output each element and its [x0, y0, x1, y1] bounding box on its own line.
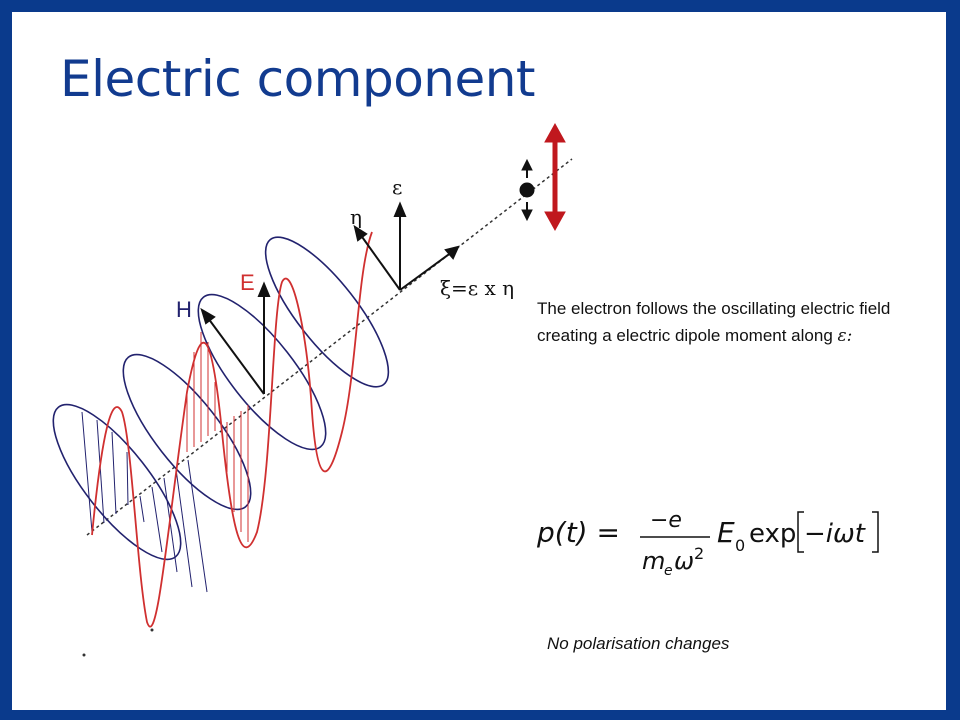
dipole-arrow — [544, 122, 566, 232]
formula-denominator-sub: e — [664, 563, 673, 577]
coordinate-axes — [353, 201, 460, 291]
h-field-waves — [52, 236, 390, 561]
dipole-formula: p(t) = −e m e ω 2 E 0 exp −iωt — [536, 508, 879, 577]
description-body: The electron follows the oscillating ele… — [537, 299, 891, 345]
propagation-axis — [86, 158, 573, 536]
label-xi: ξ=ε x η — [440, 276, 514, 300]
formula-lhs: p(t) = — [536, 516, 620, 549]
note-text: No polarisation changes — [547, 634, 730, 653]
epsilon-symbol: ε: — [837, 326, 853, 346]
electron — [519, 158, 535, 222]
e-field-hatch — [186, 332, 249, 542]
e-field-waves — [91, 231, 373, 628]
e-h-arrows — [200, 281, 271, 395]
label-eta: η — [350, 205, 362, 229]
description-text: The electron follows the oscillating ele… — [537, 295, 897, 350]
formula-exp-arg: −iωt — [804, 519, 866, 549]
formula-e0-sub: 0 — [735, 536, 745, 555]
page-title: Electric component — [60, 50, 536, 108]
formula-exp: exp — [749, 519, 796, 549]
label-h: H — [176, 297, 192, 322]
formula-denominator-omega: ω — [674, 547, 694, 575]
slide: Electric component — [12, 12, 946, 710]
wave-diagram: E H ε η ξ=ε x η — [52, 122, 573, 657]
formula-e0: E — [717, 516, 735, 549]
formula-numerator: −e — [650, 508, 682, 533]
label-epsilon: ε — [392, 175, 402, 199]
label-e: E — [240, 270, 255, 295]
h-field-hatch — [81, 411, 208, 593]
formula-denominator-m: m — [642, 547, 665, 575]
formula-denominator-exp: 2 — [694, 544, 704, 563]
